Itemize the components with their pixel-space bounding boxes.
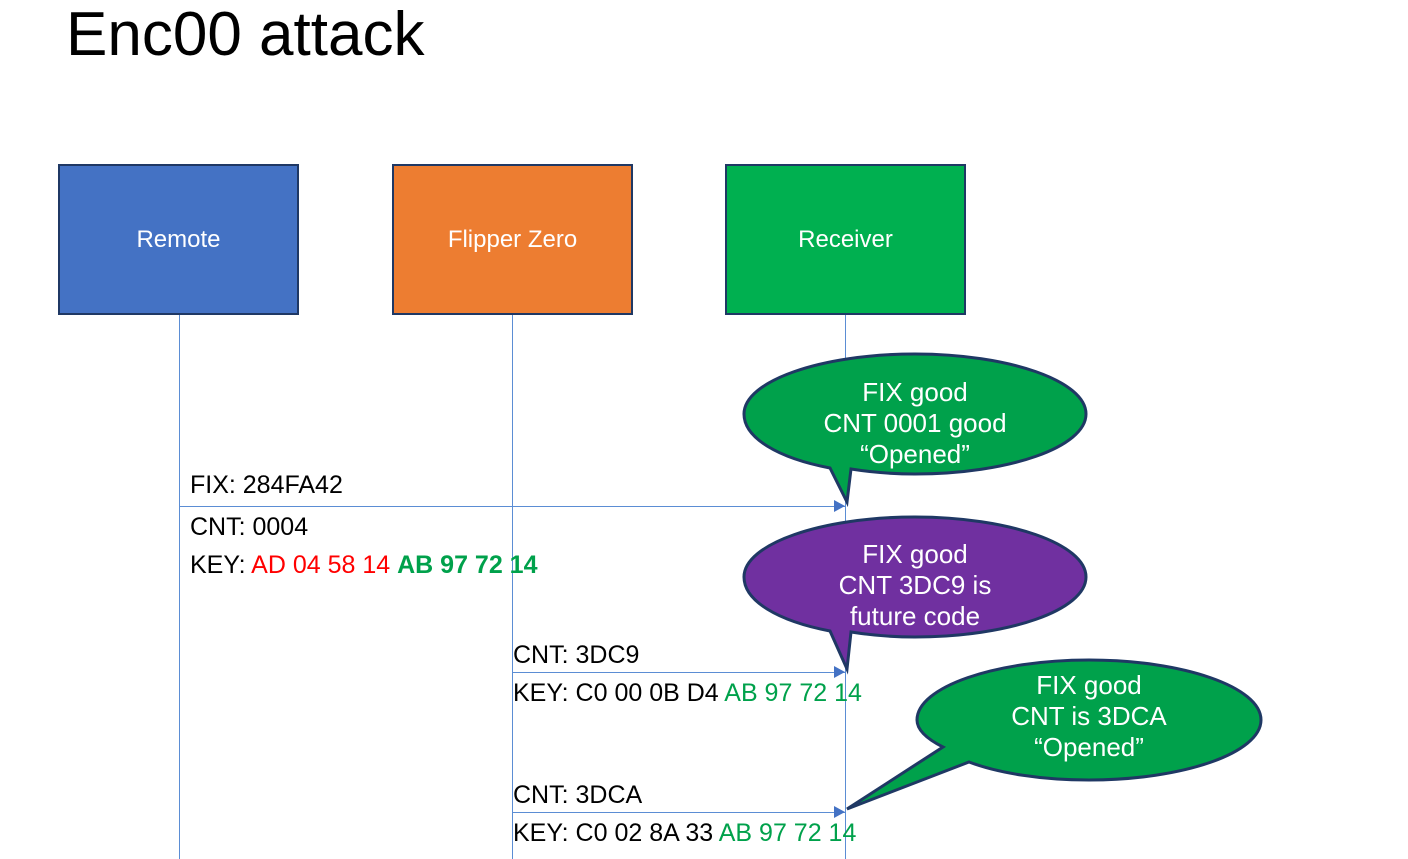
arrowhead-icon-2 — [834, 666, 845, 678]
speech-bubble-shape-1 — [742, 352, 1088, 508]
key-plain-bytes-2: C0 00 0B D4 — [575, 679, 719, 707]
key-prefix-3: KEY: — [513, 819, 576, 847]
actor-label-remote: Remote — [136, 225, 221, 253]
message-arrow-1 — [180, 506, 845, 507]
key-green-bytes-2: AB 97 72 14 — [724, 679, 862, 707]
speech-bubble-shape-2 — [742, 515, 1088, 675]
key-green-bytes-3: AB 97 72 14 — [718, 819, 857, 847]
key-green-bytes-1: AB 97 72 14 — [397, 551, 538, 579]
key-prefix-2: KEY: — [513, 679, 576, 707]
key-plain-bytes-3: C0 02 8A 33 — [575, 819, 714, 847]
actor-label-flipper-zero: Flipper Zero — [447, 225, 578, 253]
key-prefix-1: KEY: — [190, 551, 252, 579]
message-label-fix: FIX: 284FA42 — [190, 471, 343, 499]
message-arrow-2 — [513, 672, 845, 673]
speech-bubble-receiver-good-2: FIX good CNT is 3DCA “Opened” — [845, 657, 1263, 812]
actor-box-receiver[interactable]: Receiver — [725, 164, 966, 315]
speech-bubble-receiver-future: FIX good CNT 3DC9 is future code — [742, 515, 1088, 675]
message-label-cnt-1: CNT: 0004 — [190, 513, 309, 541]
arrowhead-icon-1 — [834, 500, 845, 512]
message-label-key-1: KEY: AD 04 58 14 AB 97 72 14 — [190, 551, 538, 581]
message-label-cnt-3: CNT: 3DCA — [513, 781, 643, 809]
key-red-bytes-1: AD 04 58 14 — [251, 551, 391, 579]
message-arrow-3 — [513, 812, 845, 813]
lifeline-remote — [179, 315, 180, 859]
arrowhead-icon-3 — [834, 806, 845, 818]
speech-bubble-receiver-good-1: FIX good CNT 0001 good “Opened” — [742, 352, 1088, 508]
actor-label-receiver: Receiver — [798, 225, 893, 253]
message-label-cnt-2: CNT: 3DC9 — [513, 641, 640, 669]
speech-bubble-shape-3 — [846, 658, 1263, 811]
message-label-key-3: KEY: C0 02 8A 33 AB 97 72 14 — [513, 819, 856, 849]
actor-box-flipper-zero[interactable]: Flipper Zero — [392, 164, 633, 315]
page-title: Enc00 attack — [66, 0, 425, 69]
message-label-key-2: KEY: C0 00 0B D4 AB 97 72 14 — [513, 679, 862, 709]
lifeline-flipper-zero — [512, 315, 513, 859]
actor-box-remote[interactable]: Remote — [58, 164, 299, 315]
